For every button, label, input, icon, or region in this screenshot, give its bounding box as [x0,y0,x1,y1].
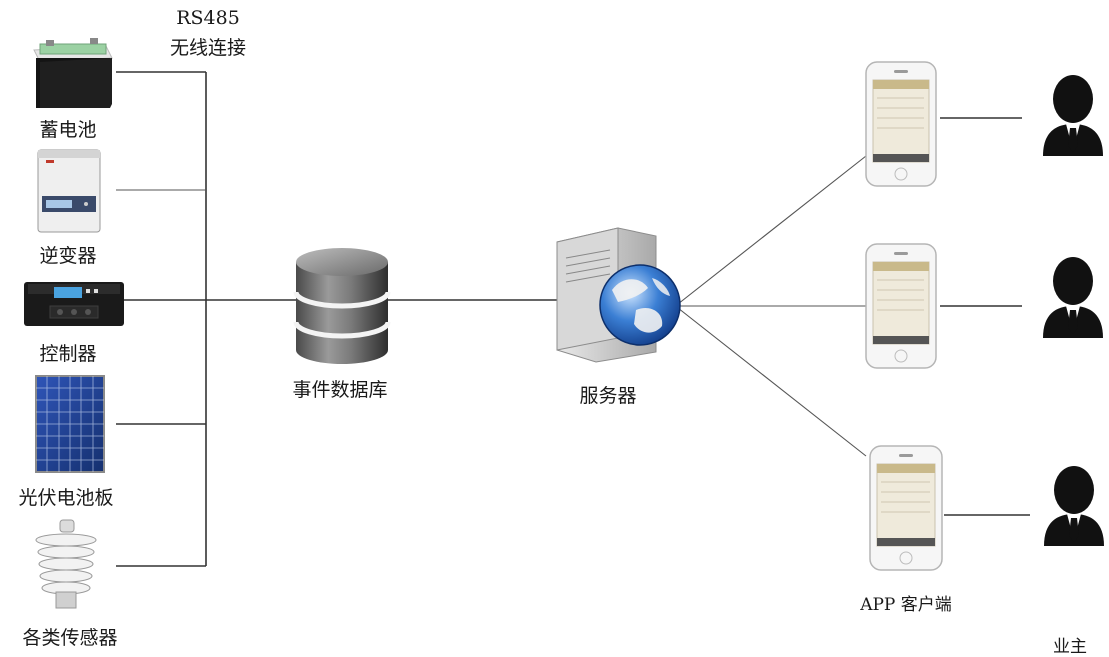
controller-icon [24,282,124,326]
user-icon-2 [1043,257,1103,338]
user-icon-1 [1043,75,1103,156]
controller-label: 控制器 [39,343,96,365]
user-icon-3 [1044,466,1104,546]
connection-lines [116,71,1030,567]
phone-icon-3 [869,445,943,571]
link-wireless-label: 无线连接 [170,37,246,59]
inverter-icon [37,149,101,233]
battery-icon [33,38,113,108]
phone-icon-1 [865,61,937,187]
link-protocol-label: RS485 [176,7,240,29]
globe-icon [599,264,681,346]
pv-panel-icon [35,375,105,473]
server-label: 服务器 [579,385,636,407]
owner-label: 业主 [1053,637,1087,657]
phone-icon-2 [865,243,937,369]
app-client-label: APP 客户端 [859,595,952,615]
inverter-label: 逆变器 [39,245,96,267]
database-icon [293,248,391,364]
pv-panel-label: 光伏电池板 [18,487,113,509]
sensor-label: 各类传感器 [22,627,117,649]
sensor-icon [35,519,97,609]
database-label: 事件数据库 [292,379,387,401]
battery-label: 蓄电池 [39,119,96,141]
